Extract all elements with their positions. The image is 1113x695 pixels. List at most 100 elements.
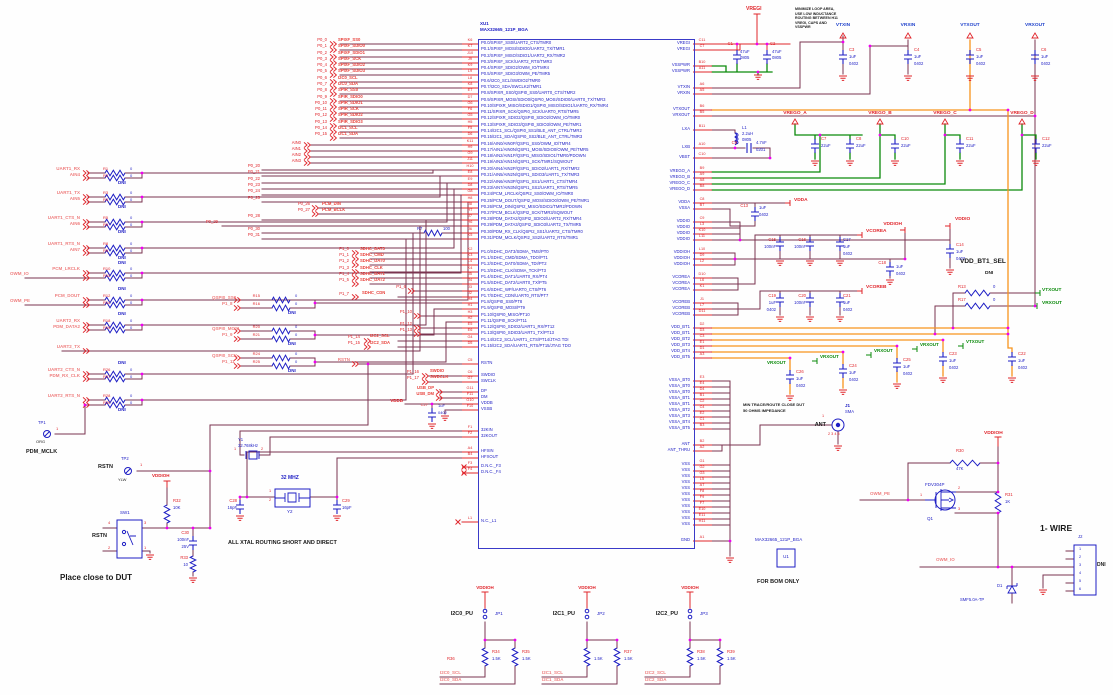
pin-function: VSS xyxy=(681,497,690,503)
power-bar-icon xyxy=(583,591,591,597)
label: P1_7 xyxy=(339,291,349,296)
pin-function: VSSA_BT0 xyxy=(668,377,690,383)
label: C28 xyxy=(229,498,237,503)
pin-function: VTXOUT xyxy=(673,106,690,112)
orange-nets xyxy=(711,39,1013,395)
junction-dot xyxy=(788,356,792,360)
label: R25 xyxy=(252,359,260,364)
label: 2 xyxy=(958,486,961,490)
capacitor xyxy=(836,237,844,251)
junction-dot xyxy=(878,133,882,137)
pin-function: DP xyxy=(481,388,487,394)
pin-number: C9 xyxy=(699,216,705,220)
label: D1 xyxy=(997,583,1003,588)
label: PDM_RX_CLK xyxy=(49,373,80,378)
pin-function: VREGO_B xyxy=(669,174,690,180)
pin-number: J9 xyxy=(467,57,473,61)
label: 1uF xyxy=(849,54,857,59)
pin-function: P0.1/SPIXF_MOSI/SDIO0/UART2_TX/TMR1 xyxy=(481,46,565,52)
pin-number: B5 xyxy=(699,110,705,114)
pin-number: D5 xyxy=(467,341,473,345)
label: C26 xyxy=(796,369,804,374)
pin-function: VCOREB xyxy=(672,311,690,317)
label: UART2_TX xyxy=(56,344,80,349)
label: VTXOUT xyxy=(960,23,980,28)
net-arrow-icon xyxy=(329,41,338,47)
label: I2C0_SDA xyxy=(440,677,462,682)
pin-number: B3 xyxy=(699,423,705,427)
pin-number: A7 xyxy=(699,483,705,487)
label: J2 xyxy=(1078,534,1083,539)
pin-function: SWCLK xyxy=(481,378,496,384)
label: DNI xyxy=(288,368,296,373)
label: 0 xyxy=(130,266,133,271)
label: C4 xyxy=(914,47,920,52)
net-arrow-icon xyxy=(421,379,430,385)
label: R18 xyxy=(103,318,111,323)
pin-number: L9 xyxy=(467,69,473,73)
label: DNI xyxy=(118,360,126,365)
label: SPIR_SDIO0 xyxy=(338,94,363,99)
pin-function: VREGO_A xyxy=(669,168,690,174)
pin-function: P0.17/AIN1/AIN0N/QSPI1_MOSI/SDIO0/OWM_PE… xyxy=(481,147,589,153)
pin-number: A8 xyxy=(699,178,705,182)
label: SDHC_DAT1 xyxy=(360,271,385,276)
capacitor xyxy=(839,364,847,378)
label: UART2_RTS_N xyxy=(47,393,80,398)
label: 0 xyxy=(130,241,133,246)
sma-outer xyxy=(831,418,845,432)
resistor xyxy=(271,354,291,362)
pin-number: E2 xyxy=(699,411,705,415)
pin-function: P1.9/QSPI0_MOSI/PT9 xyxy=(481,305,525,311)
label: C2 xyxy=(770,41,776,46)
net-arrow-icon xyxy=(311,211,320,217)
label: VDDIOH xyxy=(578,585,596,590)
ic-ref: XU1 xyxy=(480,21,489,26)
label: 0 xyxy=(130,367,133,372)
pin-function: VDDIO xyxy=(676,224,690,230)
junction-dot xyxy=(903,257,907,261)
label: Y1 xyxy=(238,437,244,442)
pin-function: P1.11/QSPI0_SCK/PT11 xyxy=(481,318,527,324)
label: P1_16 xyxy=(406,369,419,374)
label: ALL XTAL ROUTING SHORT AND DIRECT xyxy=(228,540,337,546)
net-arrow-icon xyxy=(413,325,422,331)
net-arrow-icon xyxy=(82,297,91,303)
label: P0_24 xyxy=(247,188,260,193)
pin-function: VSS xyxy=(681,461,690,467)
ground-symbol xyxy=(939,377,947,383)
junction-dot xyxy=(191,526,195,530)
label: VDDIOH xyxy=(681,585,699,590)
capacitor xyxy=(846,139,854,153)
pin-function: VSS xyxy=(681,491,690,497)
net-arrow-icon xyxy=(329,110,338,116)
label: P0_5 xyxy=(317,68,327,73)
label: AIN1 xyxy=(291,146,301,151)
jumper-pin xyxy=(482,608,488,614)
label: P1_1 xyxy=(339,252,349,257)
capacitor xyxy=(763,50,771,64)
pin-function: VDDA xyxy=(678,199,690,205)
label: VRXOUT xyxy=(920,342,939,347)
label: 6 xyxy=(1079,587,1082,591)
junction-dot xyxy=(335,495,339,499)
label: PDM_DATA2 xyxy=(53,324,80,329)
pin-number: C5 xyxy=(467,358,473,362)
pin-function: P1.13/QSPI0_SDIO3/UART1_TX/PT13 xyxy=(481,330,555,336)
pin-function: VREGI xyxy=(676,46,690,52)
label: 0 xyxy=(130,273,133,278)
label: 32 MHZ xyxy=(281,475,299,481)
capacitor xyxy=(1008,352,1016,366)
label: P0_6 xyxy=(317,75,327,80)
label: 0 xyxy=(130,166,133,171)
label: SWDCLK xyxy=(430,374,449,379)
label: P0_31 xyxy=(247,232,260,237)
label: 0402 xyxy=(1018,365,1028,370)
label: C3 xyxy=(849,47,855,52)
label: 16pF xyxy=(342,505,352,510)
label: USE LOW INDUCTANCE xyxy=(795,11,837,16)
pin-function: P0.5/SPIXF_SDIO3/OWM_PE/TMR5 xyxy=(481,71,551,77)
junction-dot xyxy=(313,360,317,364)
u1-box xyxy=(776,548,796,568)
pin-function: DM xyxy=(481,394,488,400)
